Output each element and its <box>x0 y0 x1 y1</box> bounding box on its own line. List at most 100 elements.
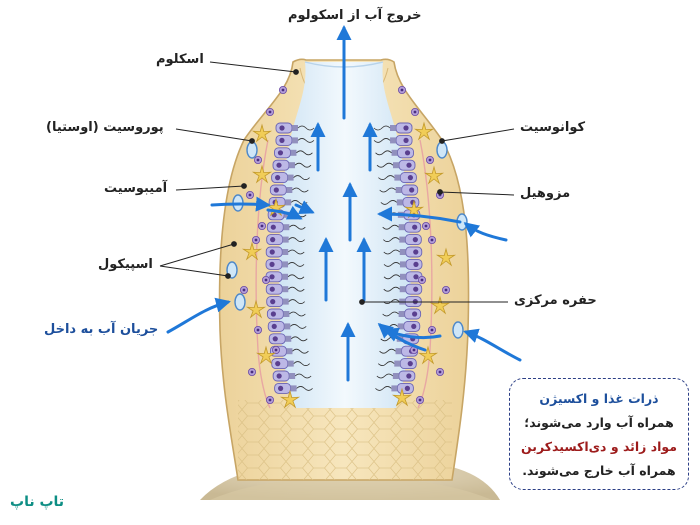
spicule-star <box>255 345 277 365</box>
choanocyte-collar <box>282 286 289 293</box>
callout-line-3: مواد زائد و دی‌اکسیدکربن <box>521 439 677 454</box>
choanocyte-collar <box>394 174 401 181</box>
choanocyte-nucleus <box>407 361 413 367</box>
label-porocyte: پوروسیت (اوستیا) <box>46 120 164 135</box>
spicule-star <box>241 241 263 261</box>
choanocyte-nucleus <box>406 373 412 379</box>
spicule-star <box>423 165 445 185</box>
spicule-star <box>391 387 413 407</box>
choanocyte-nucleus <box>269 261 275 267</box>
choanocyte-flagellum <box>378 175 395 180</box>
choanocyte-nucleus <box>270 237 276 243</box>
choanocyte-flagellum <box>287 286 305 292</box>
choanocyte-collar <box>399 286 406 293</box>
choanocyte-flagellum <box>376 162 394 168</box>
leader-lines <box>159 61 515 305</box>
choanocyte-flagellum <box>383 237 400 242</box>
choanocyte-nucleus <box>279 125 285 131</box>
spicule-star <box>417 345 439 365</box>
choanocyte-collar <box>289 162 296 169</box>
choanocyte-collar <box>391 149 398 156</box>
choanocyte-nucleus <box>278 385 284 391</box>
choanocyte-collar <box>292 125 298 131</box>
spicule-star <box>251 164 273 184</box>
choanocyte-nucleus <box>277 150 284 156</box>
choanocyte-collar <box>289 373 296 379</box>
label-water-inflow: جریان آب به داخل <box>44 322 159 337</box>
choanocyte-nucleus <box>269 274 275 280</box>
choanocyte-flagellum <box>290 336 308 342</box>
choanocyte-nucleus <box>275 175 281 181</box>
choanocyte-nucleus <box>269 286 275 292</box>
choanocyte-flagellum <box>383 286 401 292</box>
choanocyte-nucleus <box>279 137 285 143</box>
choanocyte-flagellum <box>288 237 305 242</box>
choanocyte-collar <box>286 348 293 355</box>
spicule-star <box>251 123 273 143</box>
choanocyte-nucleus <box>411 323 417 329</box>
choanocyte-nucleus <box>412 311 418 317</box>
choanocyte-flagellum <box>289 224 306 230</box>
watermark: تاپ ناپ <box>10 494 65 510</box>
choanocyte-flagellum <box>379 187 396 193</box>
label-amoebocyte: آمیبوسیت <box>104 181 168 196</box>
choanocyte-flagellum <box>373 138 391 143</box>
choanocyte-flagellum <box>376 373 394 379</box>
choanocyte-collar <box>399 261 406 268</box>
callout-line-4: همراه آب خارج می‌شوند. <box>522 463 676 478</box>
choanocyte-flagellum <box>294 162 312 168</box>
choanocyte-collar <box>284 323 291 330</box>
choanocyte-flagellum <box>293 361 311 366</box>
choanocyte-flagellum <box>289 324 307 329</box>
choanocyte-flagellum <box>375 386 392 391</box>
choanocyte-collar <box>394 360 401 367</box>
choanocyte-collar <box>282 236 289 243</box>
choanocyte-flagellum <box>375 150 392 156</box>
spicules <box>241 121 457 409</box>
choanocyte-collar <box>390 137 397 144</box>
spicule-star <box>413 121 435 141</box>
info-callout: ذرات غذا و اکسیژن همراه آب وارد می‌شوند؛… <box>509 378 689 490</box>
choanocyte-nucleus <box>406 162 412 168</box>
choanocyte-flagellum <box>289 311 306 317</box>
choanocyte-collar <box>282 298 289 305</box>
choanocyte-flagellum <box>383 274 401 280</box>
choanocyte-nucleus <box>273 187 279 193</box>
spicule-star <box>245 299 267 319</box>
choanocyte-nucleus <box>413 274 419 280</box>
choanocyte-flagellum <box>292 348 309 354</box>
choanocyte-collar <box>287 360 294 367</box>
choanocyte-collar <box>398 311 405 317</box>
choanocyte-flagellum <box>297 138 315 143</box>
choanocyte-collar <box>290 385 297 392</box>
spicule-star <box>279 389 301 409</box>
choanocyte-flagellum <box>382 224 399 230</box>
choanocyte-flagellum <box>382 311 399 317</box>
choanocyte-nucleus <box>270 311 276 317</box>
choanocyte-collar <box>395 187 402 193</box>
label-spicule: اسپیکول <box>98 257 153 272</box>
choanocyte-flagellum <box>287 274 305 280</box>
choanocyte-nucleus <box>413 249 419 255</box>
choanocyte-nucleus <box>404 385 410 391</box>
choanocyte-flagellum <box>296 150 313 156</box>
choanocyte-nucleus <box>269 249 275 255</box>
choanocyte-flagellum <box>380 200 398 205</box>
choanocyte-nucleus <box>413 261 419 267</box>
choanocyte-collar <box>392 373 399 379</box>
label-osculum: اسکلوم <box>156 52 204 67</box>
choanocyte-nucleus <box>412 237 418 243</box>
choanocyte-collar <box>286 187 293 193</box>
mesohyl-layer <box>255 139 433 409</box>
choanocyte-nucleus <box>275 361 281 367</box>
choanocyte-nucleus <box>276 162 282 168</box>
choanocyte-nucleus <box>270 299 276 305</box>
label-choanocyte: کوانوسیت <box>520 120 586 135</box>
choanocyte-flagellum <box>294 373 312 379</box>
choanocyte-collar <box>398 224 405 231</box>
choanocyte-collar <box>282 249 289 255</box>
spicule-star <box>435 247 457 267</box>
choanocyte-nucleus <box>407 175 413 181</box>
choanocyte-nucleus <box>403 137 409 143</box>
